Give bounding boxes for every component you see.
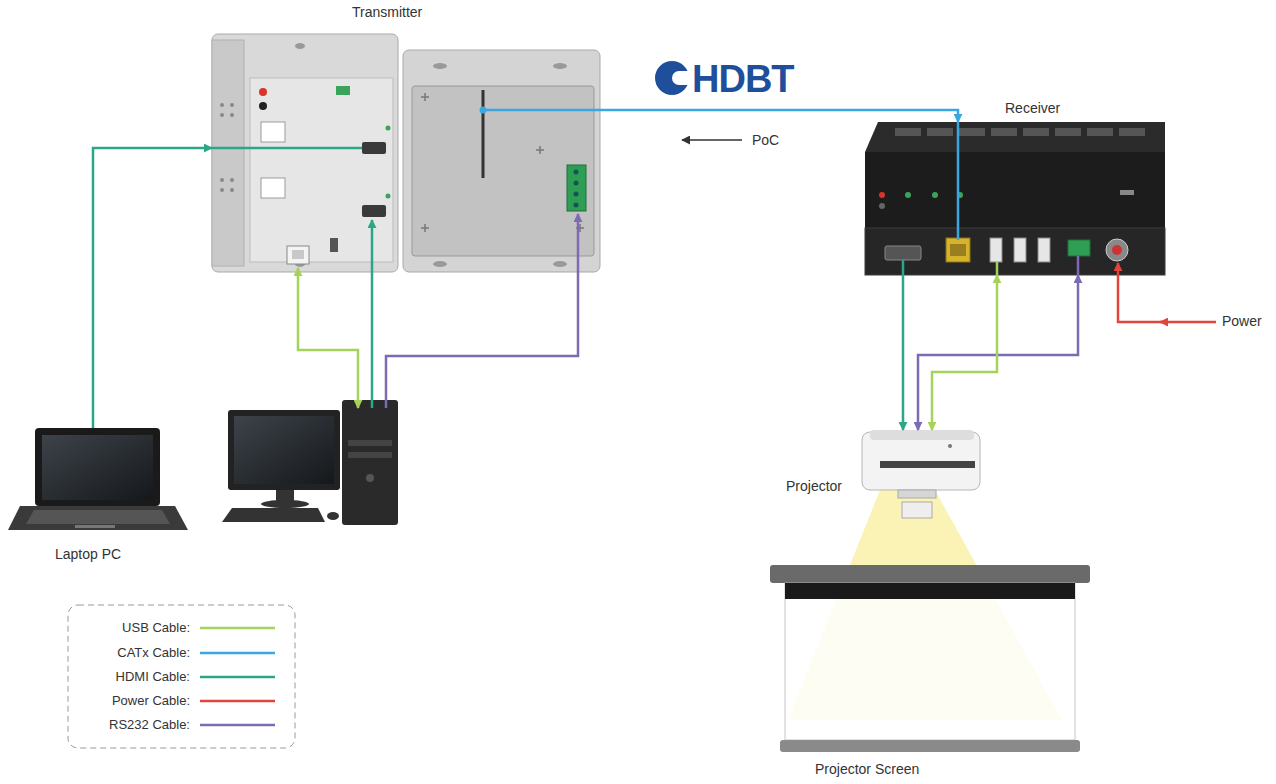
device-label: Projector xyxy=(786,478,842,494)
legend-sample xyxy=(200,724,275,727)
hdbt-logo-mark xyxy=(655,61,691,95)
device-label: Transmitter xyxy=(352,4,422,20)
rs232-wire xyxy=(386,214,578,408)
legend-text: USB Cable: xyxy=(72,620,190,636)
catx-wire xyxy=(483,109,602,112)
usb-wire xyxy=(996,262,999,275)
hdmi-wire xyxy=(371,220,374,408)
rs232-cable xyxy=(918,275,1078,430)
projector: Projector xyxy=(862,430,980,522)
legend-sample xyxy=(200,627,275,630)
usb-cable xyxy=(932,275,997,430)
legend-frame xyxy=(68,605,295,748)
hdmi-wire xyxy=(902,260,905,275)
legend-text: HDMI Cable: xyxy=(72,669,190,685)
power-wire xyxy=(1118,263,1216,322)
power-label: Power xyxy=(1222,313,1262,329)
usb-wire xyxy=(298,268,358,408)
hdmi-wire xyxy=(212,147,362,150)
device-label: Laptop PC xyxy=(55,546,121,562)
legend-text: CATx Cable: xyxy=(72,645,190,661)
transmitter-wall-plate xyxy=(212,34,398,272)
hdmi-cable xyxy=(93,148,212,428)
legend-text: RS232 Cable: xyxy=(72,717,190,733)
catx-cable xyxy=(602,110,958,122)
transmitter-back-plate xyxy=(403,50,600,272)
legend-sample xyxy=(200,676,275,679)
desktop-pc-illustration xyxy=(222,400,398,525)
projector-screen-illustration xyxy=(770,565,1090,752)
legend-sample xyxy=(200,652,275,655)
laptop-illustration xyxy=(8,428,188,530)
catx-port-dot xyxy=(480,107,487,114)
wires xyxy=(212,110,1216,408)
device-label: Projector Screen xyxy=(815,761,919,777)
device-label: Receiver xyxy=(1005,100,1060,116)
power-arrow xyxy=(1160,321,1168,324)
poc-label: PoC xyxy=(752,132,779,148)
hdmi-cable xyxy=(902,275,905,430)
receiver: Receiver xyxy=(865,122,1165,275)
legend-text: Power Cable: xyxy=(72,693,190,709)
catx-wire xyxy=(957,122,960,240)
receiver-box xyxy=(865,122,1165,275)
rs232-wire xyxy=(1077,256,1080,275)
transmitter: Transmitter xyxy=(212,34,602,274)
projector-screen: Projector Screen xyxy=(770,565,1090,758)
poc-arrow xyxy=(682,139,742,141)
laptop-pc: Laptop PC xyxy=(8,428,188,530)
hdbt-logo-text: HDBT xyxy=(692,60,794,98)
legend-sample xyxy=(200,700,275,703)
